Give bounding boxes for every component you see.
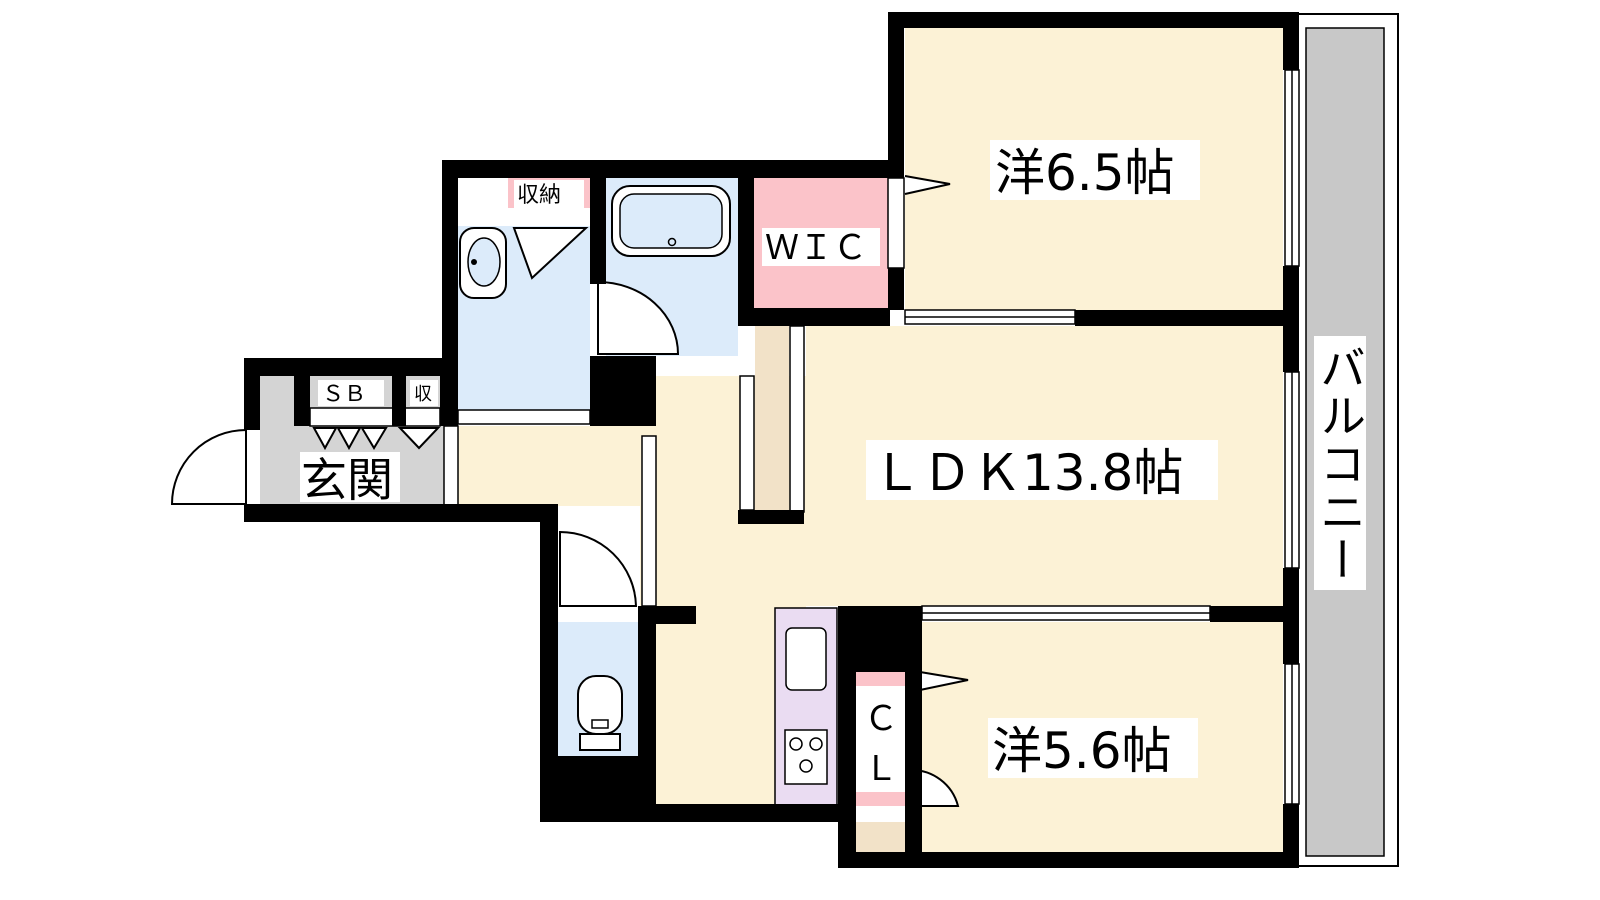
sink-icon	[785, 627, 827, 691]
western-room-bottom-label: 洋5.6帖	[992, 722, 1172, 780]
shoebox-label: ＳＢ	[322, 382, 366, 407]
entrance-label: 玄関	[301, 453, 393, 507]
hall-floor	[458, 426, 648, 506]
washbasin-icon	[459, 227, 507, 299]
storage-strip-bottom	[855, 822, 907, 852]
balcony-label: バルコニー	[1313, 344, 1367, 584]
stove-icon	[784, 729, 828, 785]
closet-l-label: Ｌ	[864, 749, 898, 789]
walls	[244, 12, 1299, 868]
bathtub-icon	[611, 185, 731, 257]
ldk-label: ＬＤＫ13.8帖	[872, 444, 1183, 502]
small-storage-label: 収	[414, 384, 432, 405]
openings	[443, 69, 1300, 805]
balcony	[1297, 13, 1399, 867]
toilet-icon	[577, 675, 623, 751]
storage-strip-ldk	[755, 326, 789, 512]
kitchen-counter	[774, 607, 838, 807]
wic-label: ＷＩＣ	[765, 228, 867, 268]
labels: 洋6.5帖 ＬＤＫ13.8帖 洋5.6帖 ＷＩＣ Ｃ Ｌ 玄関 ＳＢ 収 収納 …	[300, 140, 1367, 789]
closet-c-label: Ｃ	[864, 699, 898, 739]
door-swings	[170, 175, 969, 807]
western-room-top-label: 洋6.5帖	[995, 144, 1175, 202]
storage-label: 収納	[517, 183, 561, 208]
